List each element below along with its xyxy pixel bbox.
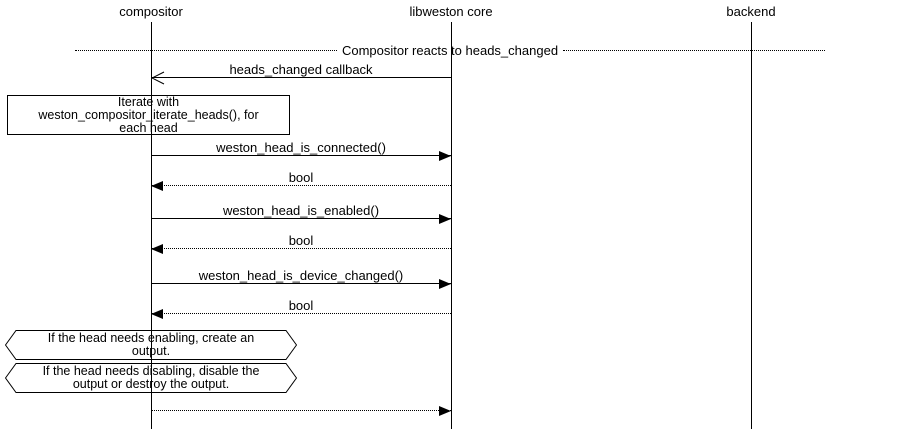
hexagon-border [5, 363, 297, 393]
message-weston-head-is-connected: weston_head_is_connected() [151, 140, 451, 161]
message-label: weston_head_is_enabled() [222, 203, 380, 218]
open-arrowhead-left-icon [151, 71, 165, 85]
condition-text: If the head needs disabling, disable the… [5, 363, 297, 393]
message-weston-head-is-device-changed: weston_head_is_device_changed() [151, 268, 451, 289]
message-label: weston_head_is_device_changed() [198, 268, 404, 283]
condition-line: output. [131, 344, 171, 358]
filled-arrowhead-left-icon [151, 181, 163, 191]
condition-text: If the head needs enabling, create an ou… [5, 330, 297, 360]
message-unlabeled-dotted [151, 395, 451, 416]
note-line: Iterate with [117, 94, 180, 109]
note-line: weston_compositor_iterate_heads(), for [38, 107, 259, 122]
message-weston-head-is-enabled: weston_head_is_enabled() [151, 203, 451, 224]
message-line [151, 214, 451, 224]
condition-enable-output: If the head needs enabling, create an ou… [5, 330, 297, 360]
note-line: each head [119, 120, 178, 135]
filled-arrowhead-right-icon [439, 214, 451, 224]
message-label: bool [288, 298, 314, 313]
message-line [151, 279, 451, 289]
divider-label: Compositor reacts to heads_changed [341, 43, 559, 58]
participant-libweston-core: libweston core [409, 4, 493, 19]
message-line [151, 71, 451, 85]
condition-line: If the head needs enabling, create an [47, 331, 255, 345]
message-label: bool [288, 170, 314, 185]
condition-disable-output: If the head needs disabling, disable the… [5, 363, 297, 393]
message-line [151, 406, 451, 416]
divider-line-left [75, 50, 337, 51]
message-return-bool-enabled: bool [151, 233, 451, 254]
divider-line-right [563, 50, 826, 51]
message-return-bool-connected: bool [151, 170, 451, 191]
message-label: bool [288, 233, 314, 248]
filled-arrowhead-right-icon [439, 279, 451, 289]
divider-compositor-reacts: Compositor reacts to heads_changed [75, 43, 826, 58]
message-line [151, 244, 451, 254]
condition-line: If the head needs disabling, disable the [42, 364, 260, 378]
lifeline-backend [751, 22, 752, 429]
filled-arrowhead-left-icon [151, 309, 163, 319]
message-line [151, 181, 451, 191]
message-return-bool-device-changed: bool [151, 298, 451, 319]
filled-arrowhead-right-icon [439, 406, 451, 416]
message-label [151, 395, 451, 410]
filled-arrowhead-right-icon [439, 151, 451, 161]
note-iterate-heads: Iterate with weston_compositor_iterate_h… [7, 95, 290, 135]
filled-arrowhead-left-icon [151, 244, 163, 254]
message-line [151, 309, 451, 319]
message-line [151, 151, 451, 161]
message-label: heads_changed callback [229, 62, 373, 77]
condition-line: output or destroy the output. [72, 377, 230, 391]
lifeline-compositor [151, 22, 152, 429]
participant-backend: backend [726, 4, 776, 19]
participant-compositor: compositor [119, 4, 183, 19]
message-heads-changed-callback: heads_changed callback [151, 62, 451, 85]
hexagon-border [5, 330, 297, 360]
message-label: weston_head_is_connected() [216, 140, 386, 155]
lifeline-libweston-core [451, 22, 452, 429]
